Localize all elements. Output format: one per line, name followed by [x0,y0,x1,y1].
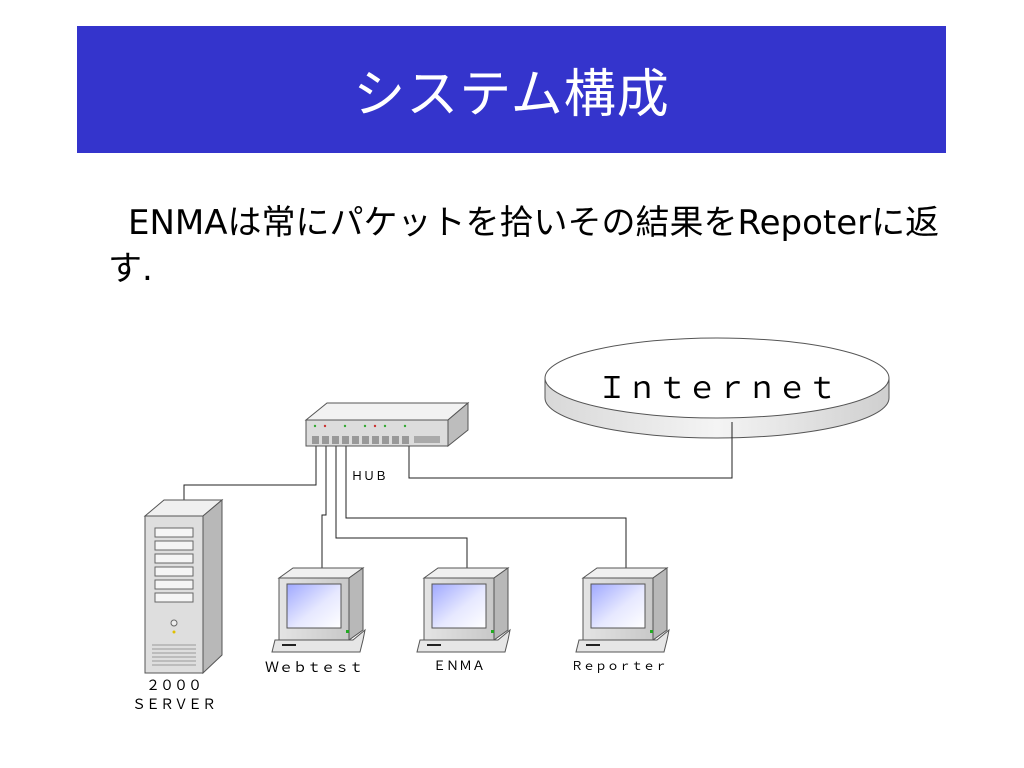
body-text-content: ENMAは常にパケットを拾いその結果をRepoterに返す. [108,203,940,289]
pc-reporter-label: Ｒｅｐｏｒｔｅｒ [571,659,667,673]
pc-enma-label: ＥＮＭＡ [433,659,485,674]
body-text: ENMAは常にパケットを拾いその結果をRepoterに返す. [108,200,968,292]
pc-reporter: Ｒｅｐｏｒｔｅｒ [571,567,670,673]
pc-webtest: Ｗｅｂｔｅｓｔ [265,567,366,676]
network-cables [183,422,733,570]
hub-label: ＨＵＢ [351,469,387,483]
hub-device: ＨＵＢ [304,401,470,483]
internet-label: Ｉｎｔｅｒｎｅｔ [597,371,837,406]
server-label-name: ＳＥＲＶＥＲ [132,697,216,713]
title-banner: システム構成 [77,26,946,153]
internet-disk: Ｉｎｔｅｒｎｅｔ [544,337,890,439]
pc-enma: ＥＮＭＡ [416,567,511,674]
server-label-model: ２０００ [146,678,202,694]
pc-webtest-label: Ｗｅｂｔｅｓｔ [265,660,363,676]
slide-title: システム構成 [353,65,670,125]
server-tower: ２０００ ＳＥＲＶＥＲ [132,498,224,713]
